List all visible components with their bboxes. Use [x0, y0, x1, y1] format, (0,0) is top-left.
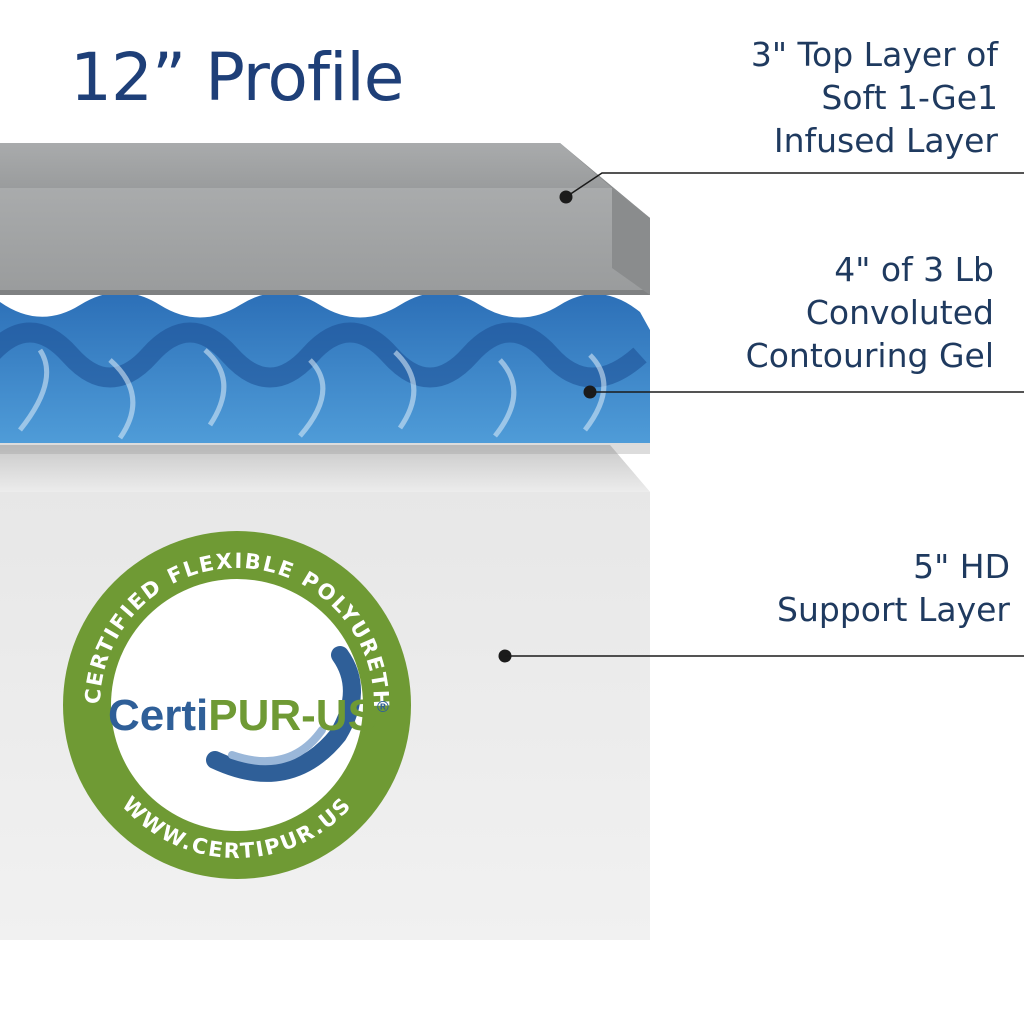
gel-layer	[0, 292, 650, 443]
page-title: 12” Profile	[70, 39, 404, 116]
label-line: 5" HD	[913, 547, 1010, 586]
leader-bottom	[498, 649, 1024, 663]
label-line: Soft 1-Ge1	[821, 78, 998, 117]
leader-middle	[583, 385, 1024, 399]
label-line: 4" of 3 Lb	[834, 250, 994, 289]
label-line: Infused Layer	[773, 121, 998, 160]
top-layer	[0, 143, 650, 295]
label-support-layer: 5" HD Support Layer	[777, 545, 1010, 631]
label-line: 3" Top Layer of	[750, 35, 998, 74]
label-gel-layer: 4" of 3 Lb Convoluted Contouring Gel	[746, 248, 994, 377]
label-line: Convoluted	[805, 293, 994, 332]
label-line: Support Layer	[777, 590, 1010, 629]
label-line: Contouring Gel	[745, 336, 994, 375]
label-top-layer: 3" Top Layer of Soft 1-Ge1 Infused Layer	[751, 33, 998, 162]
certipur-logo: CertiPUR-US®	[108, 691, 389, 740]
certipur-swoosh	[206, 646, 361, 782]
leader-top	[559, 172, 1024, 204]
